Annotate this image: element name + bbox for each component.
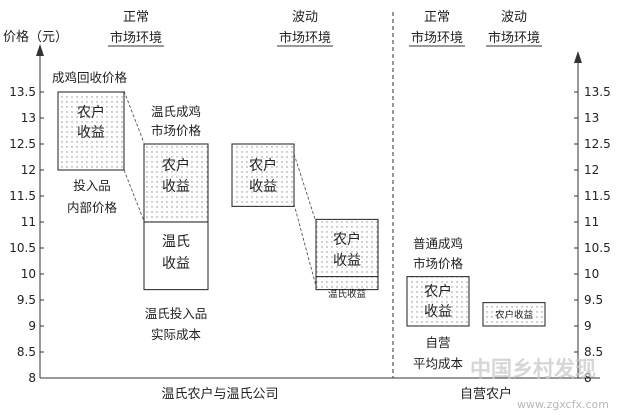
farmer-income-3-line1: 农户 — [249, 157, 277, 174]
header-volatile-left-line2: 市场环境 — [279, 30, 331, 46]
farmer-income-block-3 — [231, 143, 295, 207]
farmer-income-2-line1: 农户 — [162, 157, 190, 174]
header-volatile-right-line2: 市场环境 — [488, 30, 540, 46]
left-axis-tick-label: 8 — [28, 371, 36, 385]
header-normal-right-line2: 市场环境 — [411, 30, 463, 46]
farmer-income-5-line2: 收益 — [424, 304, 452, 320]
farmer-income-block-4 — [315, 218, 379, 278]
input-internal-price-line1: 投入品 — [73, 178, 111, 193]
header-normal-right-line1: 正常 — [424, 10, 450, 25]
wens-market-price-line1: 温氏成鸡 — [151, 104, 201, 119]
right-axis-tick-label: 12.5 — [584, 137, 611, 151]
wens-input-cost-line1: 温氏投入品 — [145, 306, 208, 321]
left-axis-tick-label: 10.5 — [9, 241, 36, 255]
farmer-income-block-6 — [482, 302, 546, 327]
farmer-income-block-1 — [57, 91, 125, 171]
left-axis-tick-label: 8.5 — [17, 345, 36, 359]
wens-input-cost-line2: 实际成本 — [151, 327, 202, 342]
blocks — [57, 91, 546, 327]
header-volatile-left-line1: 波动 — [292, 10, 318, 25]
farmer-income-1-line1: 农户 — [77, 104, 105, 121]
right-axis-tick-label: 9.5 — [584, 293, 603, 307]
farmer-income-block-5 — [406, 276, 470, 327]
farmer-income-1-line2: 收益 — [77, 125, 105, 141]
wens-income-2-label: 温氏收益 — [328, 288, 367, 300]
left-axis-tick-label: 13.5 — [9, 85, 36, 99]
header-volatile-right-line1: 波动 — [501, 10, 527, 25]
self-avg-cost-line2: 平均成本 — [413, 356, 464, 371]
left-axis-tick-label: 10 — [21, 267, 36, 281]
right-axis-tick-label: 10.5 — [584, 241, 611, 255]
right-axis-tick-label: 13.5 — [584, 85, 611, 99]
right-axis-tick-label: 10 — [584, 267, 599, 281]
left-axis-tick-label: 11.5 — [9, 189, 36, 203]
input-internal-price-line2: 内部价格 — [67, 200, 118, 215]
left-tick-labels: 8 8.5 9 9.5 10 10.5 11 11.5 12 12.5 13 13.5 — [9, 85, 44, 385]
wens-income-block-1 — [143, 221, 209, 291]
left-axis-tick-label: 9 — [28, 319, 36, 333]
wens-income-block-2 — [315, 276, 379, 291]
right-axis-tick-label: 8.5 — [584, 345, 603, 359]
left-axis-tick-label: 9.5 — [17, 293, 36, 307]
annotations: 成鸡回收价格 投入品 内部价格 温氏成鸡 市场价格 温氏投入品 实际成本 普通成… — [52, 70, 463, 371]
header-normal-left-line1: 正常 — [123, 10, 149, 25]
farmer-income-4-line1: 农户 — [333, 231, 361, 248]
y-axis-unit-label: 价格（元） — [3, 29, 68, 45]
footer-left-group: 温氏农户与温氏公司 — [161, 386, 278, 402]
right-axis-tick-label: 13 — [584, 111, 599, 125]
watermark-text: 中国乡村发现 — [470, 357, 596, 381]
connectors — [123, 90, 317, 287]
right-axis-tick-label: 11.5 — [584, 189, 611, 203]
farmer-income-block-2 — [143, 143, 209, 223]
farmer-income-4-line2: 收益 — [333, 253, 361, 269]
self-avg-cost-line1: 自营 — [425, 335, 450, 350]
right-axis-tick-label: 11 — [584, 215, 599, 229]
right-axis-tick-label: 9 — [584, 319, 592, 333]
right-tick-labels: 8 8.5 9 9.5 10 10.5 11 11.5 12 12.5 13 13.5 — [574, 85, 611, 385]
right-axis-tick-label: 8 — [584, 371, 592, 385]
right-axis-tick-label: 12 — [584, 163, 599, 177]
left-axis: 8 8.5 9 9.5 10 10.5 11 11.5 12 12.5 13 13.5 — [9, 44, 600, 385]
chicken-recovery-price-label: 成鸡回收价格 — [52, 70, 128, 85]
headers: 正常 市场环境 波动 市场环境 正常 市场环境 波动 市场环境 — [108, 10, 542, 47]
farmer-income-6-label: 农户收益 — [495, 309, 534, 321]
farmer-income-5-line1: 农户 — [424, 283, 452, 300]
ordinary-market-price-line2: 市场价格 — [413, 256, 464, 271]
farmer-income-2-line2: 收益 — [162, 179, 190, 195]
left-axis-tick-label: 13 — [21, 111, 36, 125]
left-axis-tick-label: 12 — [21, 163, 36, 177]
left-axis-tick-label: 11 — [21, 215, 36, 229]
wens-market-price-line2: 市场价格 — [151, 123, 202, 138]
watermark-url: www.zgxcfx.com — [517, 398, 609, 411]
wens-income-1-line1: 温氏 — [162, 234, 190, 250]
header-normal-left-line2: 市场环境 — [110, 30, 162, 46]
right-axis: 8 8.5 9 9.5 10 10.5 11 11.5 12 12.5 13 13.5 — [574, 51, 611, 385]
block-texts: 农户 收益 农户 收益 温氏 收益 农户 收益 农户 收益 农户 收益 — [77, 104, 452, 320]
footer-right-group: 自营农户 — [460, 386, 512, 402]
ordinary-market-price-line1: 普通成鸡 — [413, 236, 463, 251]
wens-income-1-line2: 收益 — [162, 256, 190, 272]
left-axis-tick-label: 12.5 — [9, 137, 36, 151]
farmer-income-3-line2: 收益 — [249, 179, 277, 195]
